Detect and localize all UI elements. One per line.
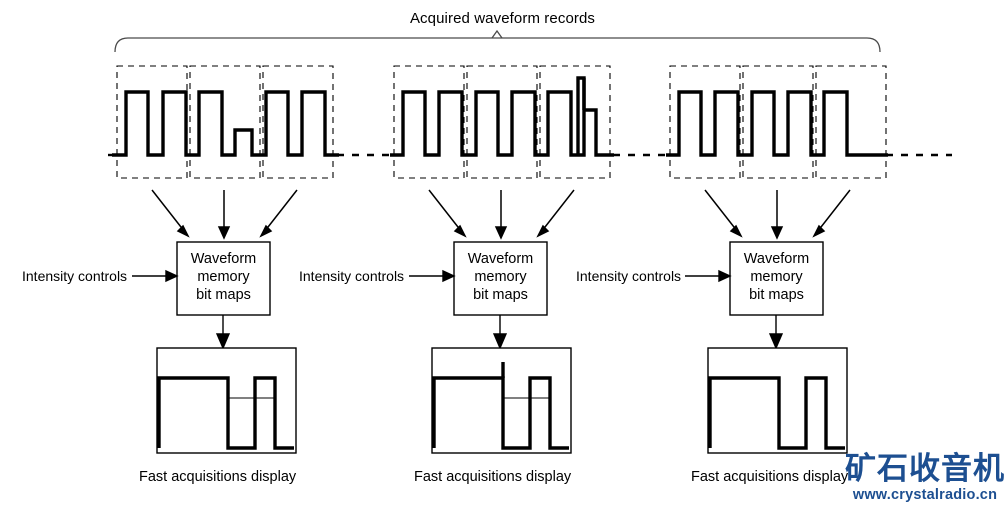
record-to-memory-arrows-2 [428,189,575,240]
memory-line-1: Waveform [467,251,534,267]
memory-line-2: memory [750,269,803,285]
intensity-controls-label-1: Intensity controls [22,268,128,284]
memory-line-2: memory [474,269,527,285]
waveform-record-group-1 [112,65,339,454]
memory-to-display-arrow-2 [492,315,508,350]
waveform-memory-box [176,241,271,316]
memory-line-3: bit maps [749,287,804,303]
intensity-arrow-1 [132,269,179,283]
fast-acquisitions-display-caption-1: Fast acquisitions display [139,469,297,485]
memory-line-3: bit maps [473,287,528,303]
acquisition-window [815,65,887,179]
intensity-arrow-2 [409,269,456,283]
display-trace [157,376,294,450]
fast-acquisitions-display-caption-3: Fast acquisitions display [691,469,849,485]
record-to-memory-arrows-3 [704,189,851,240]
acquired-records-bracket [114,29,881,53]
watermark-chinese-text: 矿石收音机 [845,451,1005,487]
fast-acquisitions-display-caption-2: Fast acquisitions display [414,469,572,485]
waveform-memory-box-label-2: Waveform memory bit maps [454,250,547,304]
waveform-record-group-2 [390,65,614,454]
acquisition-window-boxes-3 [669,65,887,179]
intensity-controls-label-3: Intensity controls [576,268,682,284]
watermark: 矿石收音机 www.crystalradio.cn [845,452,1005,508]
watermark-url: www.crystalradio.cn [852,487,998,503]
acquisition-window [393,65,465,179]
waveform-trace [666,90,888,157]
waveform-memory-box [453,241,548,316]
memory-line-1: Waveform [743,251,810,267]
waveform-record-group-3 [666,65,888,454]
waveform-trace [390,78,614,157]
memory-line-1: Waveform [190,251,257,267]
display-trace [708,376,845,450]
memory-line-2: memory [197,269,250,285]
waveform-trace [112,90,339,157]
waveform-memory-box-label-3: Waveform memory bit maps [730,250,823,304]
acquisition-window-boxes-2 [393,65,611,179]
display-trace [432,376,569,450]
memory-line-3: bit maps [196,287,251,303]
acquisition-window [539,65,611,179]
acquisition-window [742,65,814,179]
memory-to-display-arrow-1 [215,315,231,350]
intensity-arrow-3 [685,269,732,283]
page-title: Acquired waveform records [409,10,596,27]
waveform-spike-artifact [576,76,586,155]
intensity-controls-label-2: Intensity controls [299,268,405,284]
acquisition-window [466,65,538,179]
acquisition-window [669,65,741,179]
acquisition-window [262,65,334,179]
memory-to-display-arrow-3 [768,315,784,350]
acquisition-window [189,65,261,179]
waveform-memory-box-label-1: Waveform memory bit maps [177,250,270,304]
record-to-memory-arrows-1 [151,189,298,240]
